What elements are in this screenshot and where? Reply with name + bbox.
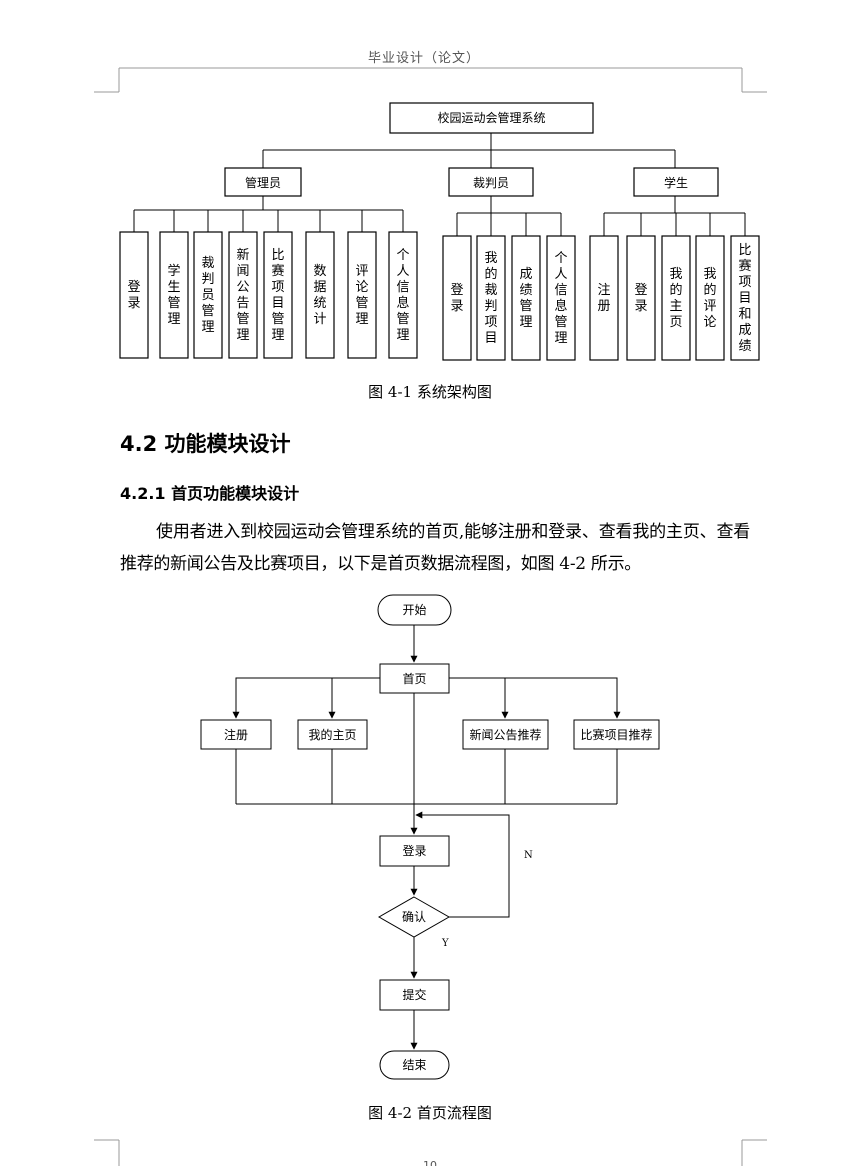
- merge-lines: [235, 749, 618, 805]
- leaf-label: 我的裁判项目: [484, 251, 497, 346]
- leaf-box: [730, 235, 760, 361]
- role-label-0: 管理员: [245, 175, 281, 190]
- end-label: 结束: [402, 1058, 426, 1072]
- header-title: 毕业设计（论文）: [368, 51, 480, 66]
- leaf-label: 比赛项目管理: [271, 248, 284, 343]
- no-label: N: [524, 850, 533, 861]
- events-box: [573, 719, 660, 750]
- confirm-label: 确认: [402, 910, 426, 924]
- role-connectors-1: [456, 196, 562, 236]
- leaf-label: 注册: [597, 283, 610, 314]
- branch-events-label: 比赛项目推荐: [580, 727, 652, 742]
- leaf-box: [695, 235, 725, 361]
- role-box-2: [633, 167, 719, 197]
- branch-myhome-label: 我的主页: [308, 727, 356, 742]
- root-connectors: [262, 133, 676, 168]
- section-heading: 4.2 功能模块设计: [120, 432, 291, 456]
- leaf-label: 我的主页: [669, 267, 682, 330]
- role-label-2: 学生: [664, 175, 688, 190]
- leaf-label: 学生管理: [167, 263, 180, 327]
- page-number: 10: [423, 1159, 437, 1166]
- start-label: 开始: [402, 603, 426, 617]
- corner-mark-tl: [94, 68, 120, 93]
- leaf-box: [347, 231, 377, 359]
- role-connectors-2: [603, 196, 746, 236]
- leaf-label: 裁判员管理: [201, 255, 214, 335]
- home-flowchart: 开始 首页 注册 我的主页 新闻公告推荐 比赛项目推荐: [200, 594, 660, 1080]
- leaf-box: [263, 231, 293, 359]
- leaf-label: 评论管理: [355, 264, 368, 327]
- no-loop-arrow: [415, 811, 510, 918]
- yes-label: Y: [441, 938, 449, 949]
- role-connectors-0: [133, 196, 404, 232]
- leaf-label: 登录: [634, 283, 647, 314]
- leaf-label: 个人信息管理: [396, 248, 409, 343]
- leaf-box: [159, 231, 189, 359]
- role-box-0: [224, 167, 302, 197]
- leaf-box: [626, 235, 656, 361]
- login-box: [379, 835, 450, 867]
- branch-register-label: 注册: [224, 727, 248, 742]
- corner-mark-bl: [94, 1139, 120, 1166]
- register-box: [200, 719, 272, 750]
- figure2-caption: 图 4-2 首页流程图: [368, 1104, 492, 1122]
- root-node-label: 校园运动会管理系统: [437, 110, 545, 125]
- submit-label: 提交: [402, 987, 426, 1002]
- leaf-label: 新闻公告管理: [236, 247, 249, 343]
- subsection-heading: 4.2.1 首页功能模块设计: [120, 484, 300, 503]
- leaf-box: [388, 231, 418, 359]
- leaf-box: [589, 235, 619, 361]
- leaf-label: 比赛项目和成绩: [738, 243, 751, 354]
- leaf-box: [476, 235, 506, 361]
- leaf-label: 登录: [450, 283, 463, 314]
- leaf-box: [193, 231, 223, 359]
- leaf-label: 个人信息管理: [554, 251, 567, 346]
- leaf-label: 成绩管理: [519, 267, 532, 330]
- corner-mark-br: [741, 1139, 767, 1166]
- role-box-1: [448, 167, 534, 197]
- submit-box: [379, 979, 450, 1011]
- figure1-caption: 图 4-1 系统架构图: [368, 383, 492, 401]
- end-terminal: [379, 1050, 450, 1080]
- leaf-box: [511, 235, 541, 361]
- leaf-box: [442, 235, 472, 361]
- leaf-label: 我的评论: [703, 267, 716, 330]
- leaf-label: 数据统计: [313, 264, 326, 327]
- home-label: 首页: [402, 672, 426, 686]
- body-paragraph: 使用者进入到校园运动会管理系统的首页,能够注册和登录、查看我的主页、查看推荐的新…: [120, 522, 750, 574]
- leaf-box: [546, 235, 576, 361]
- branch-news-label: 新闻公告推荐: [469, 727, 541, 742]
- leaf-label: 登录: [127, 280, 140, 311]
- leaf-box: [305, 231, 335, 359]
- login-label: 登录: [402, 843, 426, 858]
- leaf-box: [228, 231, 258, 359]
- leaf-box: [119, 231, 149, 359]
- leaf-box: [661, 235, 691, 361]
- corner-mark-tr: [741, 68, 767, 93]
- role-label-1: 裁判员: [473, 176, 509, 190]
